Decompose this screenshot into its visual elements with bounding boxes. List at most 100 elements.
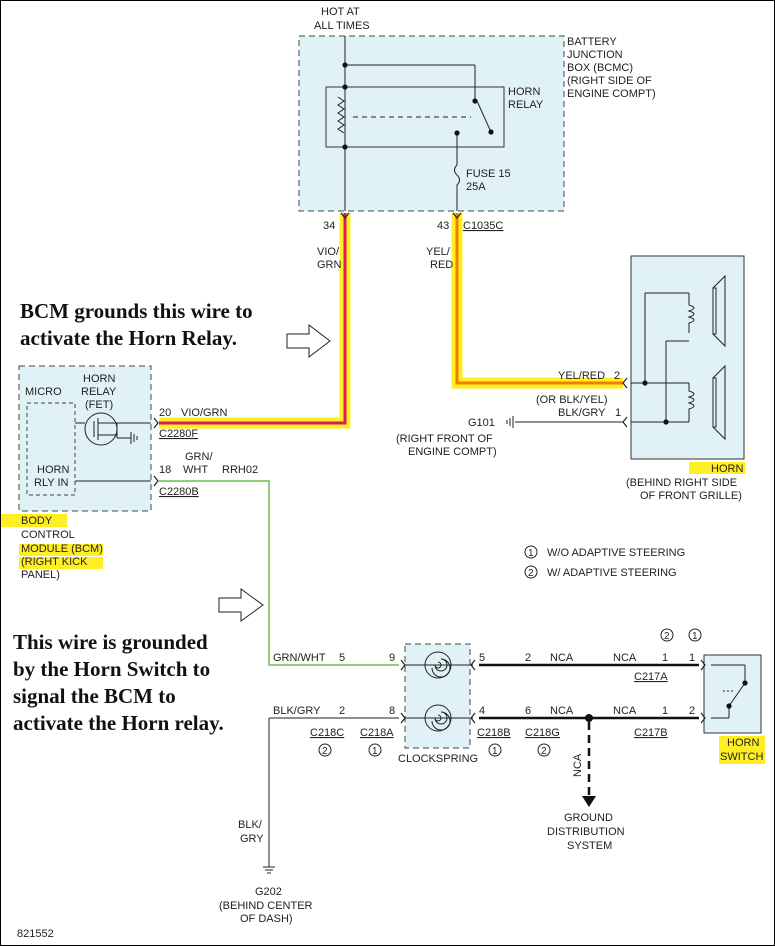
sw-pin-1a: 1 [662,652,668,664]
sw-pin-2: 2 [689,705,695,717]
bcm-label-2: CONTROL [21,529,75,541]
grn-wht-wire [159,480,399,666]
hot-label-1: HOT AT [321,6,360,18]
nca-label-4: NCA [613,705,637,717]
highlights [1,462,765,764]
cs-pin-9: 9 [389,652,395,664]
g202-loc-1: (BEHIND CENTER [219,900,313,912]
sw-variant-2: 2 [664,631,670,642]
horn-rly-in-1: HORN [37,464,69,476]
fuse-label-2: 25A [466,181,486,193]
c218b-variant: 1 [492,746,498,757]
horn-loc-1: (BEHIND RIGHT SIDE [626,477,737,489]
connector-c218g: C218G [525,727,560,739]
connector-marks [153,212,706,724]
diagram-id: 821552 [17,928,54,940]
pin-43: 43 [437,220,449,232]
relay-label-1: HORN [508,86,540,98]
bcmc-title-5: ENGINE COMPT) [567,88,656,100]
switch-annotation-line-4: activate the Horn relay. [13,711,224,735]
sw-variant-1: 1 [692,631,698,642]
relay-annotation-line-1: BCM grounds this wire to [20,299,253,323]
g202-wire-1: BLK/ [238,819,263,831]
horn-pin2: 2 [614,370,620,382]
switch-annotation-line-3: signal the BCM to [13,684,176,708]
bcmc-title-3: BOX (BCMC) [567,62,633,74]
bcmc-title-2: JUNCTION [567,49,623,61]
connector-c218c: C218C [310,727,344,739]
cs-pin-5: 5 [479,652,485,664]
g101-loc-2: ENGINE COMPT) [408,446,497,458]
bcm-label-4: (RIGHT KICK [21,556,88,568]
relay-annotation-line-2: activate the Horn Relay. [20,326,237,350]
bcm-label-1: BODY [21,515,53,527]
clockspring-box [404,643,471,749]
cs-pin-8: 8 [389,705,395,717]
yel-red-label-2: RED [430,259,453,271]
connector-c1035c: C1035C [463,220,503,232]
connector-c2280f: C2280F [159,428,198,440]
bcm-label-3: MODULE (BCM) [21,543,103,555]
cs-left-wire-top: GRN/WHT [273,652,326,664]
cs-left-pin-bot: 2 [339,705,345,717]
legend-two: W/ ADAPTIVE STEERING [547,567,677,579]
micro-label: MICRO [25,386,62,398]
fet-label-2: RELAY [81,386,117,398]
connector-c217b: C217B [634,727,668,739]
fuse-label-1: FUSE 15 [466,168,511,180]
vio-grn-label-1: VIO/ [317,246,340,258]
sw-pin-1c: 1 [662,705,668,717]
yel-red-wire [455,213,623,385]
horn-loc-2: OF FRONT GRILLE) [640,490,742,502]
pin-34: 34 [323,220,335,232]
nca-label-1: NCA [550,652,574,664]
horn-pin2-wire: YEL/RED [558,370,605,382]
vio-grn-label-2: GRN [317,259,342,271]
horn-alt-wire: (OR BLK/YEL) [536,394,608,406]
arrow-right-icon [218,588,264,622]
g101-loc-1: (RIGHT FRONT OF [396,433,493,445]
legend-mark-2: 2 [528,568,534,579]
horn-label: HORN [711,463,743,475]
g101-label: G101 [468,417,495,429]
cs-pin-4: 4 [479,705,485,717]
ground-dist-2: DISTRIBUTION [547,826,625,838]
ground-dist-3: SYSTEM [567,840,612,852]
switch-annotation-line-2: by the Horn Switch to [13,657,211,681]
clockspring-coil-icon [424,651,452,732]
yel-red-label-1: YEL/ [426,246,451,258]
cs-left-pin-top: 5 [339,652,345,664]
legend-mark-1: 1 [528,548,534,559]
connector-c217a: C217A [634,671,668,683]
arrow-down-icon [582,796,596,807]
clockspring-label: CLOCKSPRING [398,753,478,765]
relay-annotation: BCM grounds this wire to activate the Ho… [20,298,253,352]
connector-c2280b: C2280B [159,486,199,498]
bcm-micro-box [26,402,76,496]
ground-dist-1: GROUND [564,812,613,824]
connector-c218a: C218A [360,727,394,739]
horn-switch-label-1: HORN [727,737,759,749]
pin-2-a: 2 [525,652,531,664]
horn-relay-box [325,86,505,148]
g202-loc-2: OF DASH) [240,913,293,925]
c218a-variant: 1 [372,746,378,757]
g202-wire-2: GRY [240,833,264,845]
horn-pin1: 1 [615,407,621,419]
nca-label-3: NCA [613,652,637,664]
connector-c218b: C218B [477,727,511,739]
horn-pin1-wire: BLK/GRY [558,407,606,419]
switch-annotation-line-1: This wire is grounded [13,630,208,654]
legend-one: W/O ADAPTIVE STEERING [547,547,685,559]
fet-icon [84,412,118,446]
circuit-rrh02: RRH02 [222,464,258,476]
horn-switch-box [703,654,762,734]
bcm-label-5: PANEL) [21,569,60,581]
bcm-pin18-wire-2: WHT [183,464,208,476]
c218c-variant: 2 [322,746,328,757]
fet-label-1: HORN [83,373,115,385]
bcm-pin18: 18 [159,464,171,476]
horn-switch-label-2: SWITCH [720,751,763,763]
